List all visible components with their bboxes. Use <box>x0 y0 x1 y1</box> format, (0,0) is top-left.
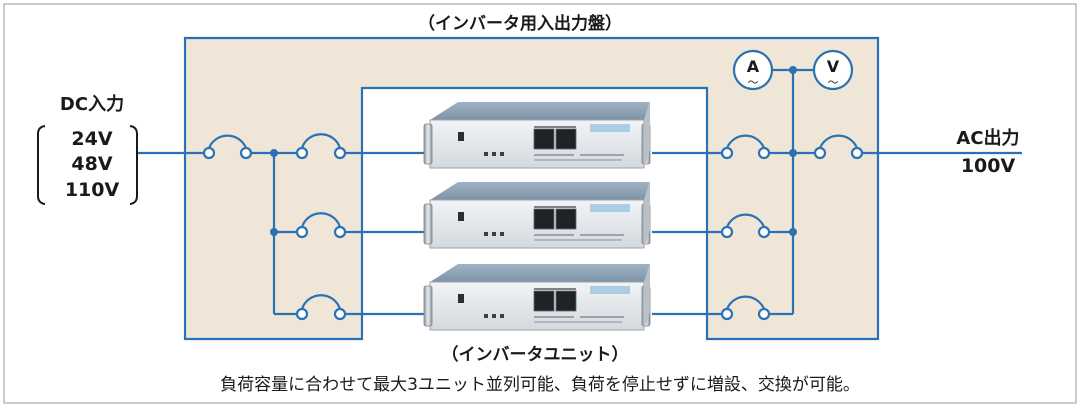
dc-voltage-110v: 110V <box>65 179 120 201</box>
breaker-input-main <box>202 134 253 160</box>
dc-voltage-48v: 48V <box>71 153 112 175</box>
junctions <box>270 66 797 236</box>
input-output-panel <box>183 36 880 341</box>
breaker-output-main <box>813 134 864 160</box>
dc-voltage-24v: 24V <box>71 128 112 150</box>
voltmeter-symbol: V <box>827 57 840 76</box>
caption: 負荷容量に合わせて最大3ユニット並列可能、負荷を停止せずに増設、交換が可能。 <box>220 375 860 395</box>
breaker-output-1 <box>720 134 771 160</box>
right-bracket <box>129 125 138 205</box>
wiring <box>138 68 1022 316</box>
breakers <box>202 133 864 321</box>
breaker-output-2 <box>720 213 771 239</box>
breaker-input-2 <box>295 212 347 239</box>
panel-title: （インバータ用入出力盤） <box>418 13 622 34</box>
inverter-unit-1 <box>423 101 651 169</box>
ammeter-symbol: A <box>747 57 760 76</box>
ammeter-icon: A ～ <box>732 49 774 91</box>
inverter-units <box>423 101 651 331</box>
ac-output-label: AC出力 <box>956 127 1019 149</box>
inverter-unit-3 <box>423 263 651 331</box>
voltmeter-wave: ～ <box>828 76 839 89</box>
inverter-unit-2 <box>423 181 651 249</box>
voltmeter-icon: V ～ <box>812 49 854 91</box>
breaker-output-3 <box>720 295 771 321</box>
ammeter-wave: ～ <box>748 76 759 89</box>
breaker-input-3 <box>295 294 347 321</box>
ac-output-voltage: 100V <box>961 155 1016 177</box>
left-bracket <box>37 125 46 205</box>
inverter-unit-label: （インバータユニット） <box>442 344 629 365</box>
dc-input-label: DC入力 <box>60 94 124 115</box>
breaker-input-1 <box>295 133 347 160</box>
